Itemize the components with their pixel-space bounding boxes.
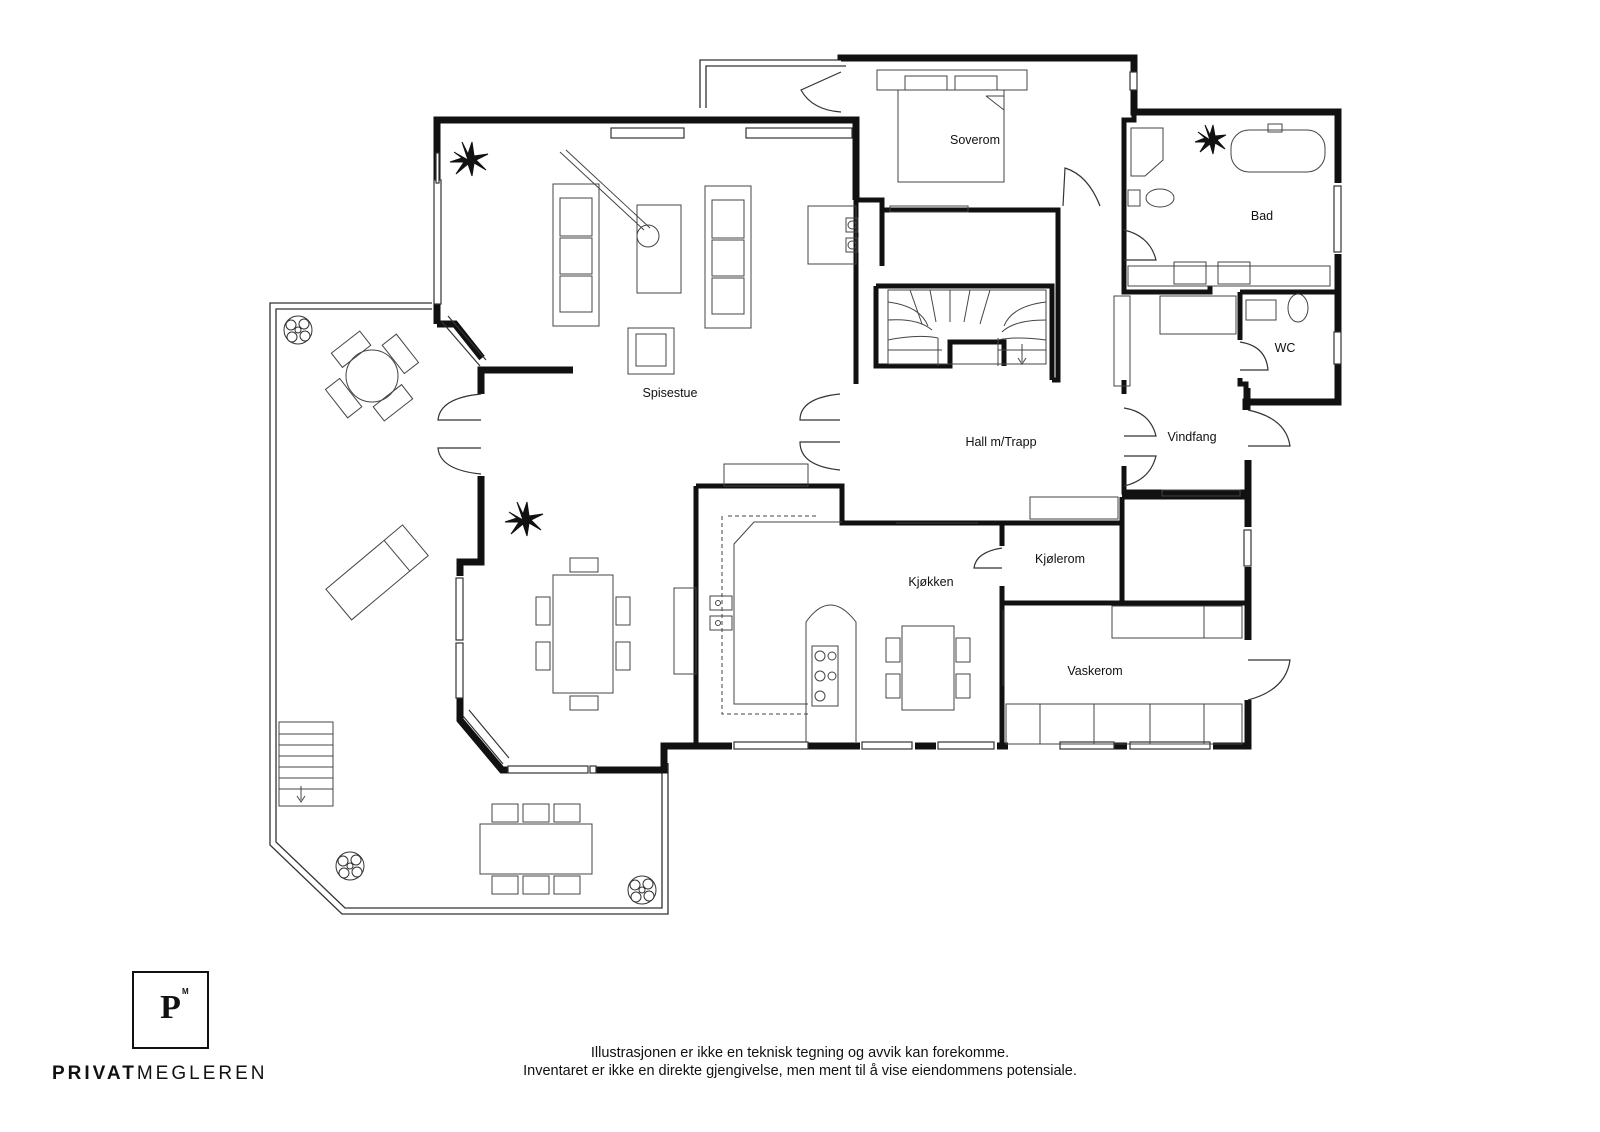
brand-logo: P M [132,971,209,1049]
room-label-hall: Hall m/Trapp [965,435,1036,449]
door-swings [437,71,1291,701]
staircase [887,289,1047,366]
interior-walls [693,112,1338,746]
disclaimer: Illustrasjonen er ikke en teknisk tegnin… [420,1044,1180,1080]
windows [433,71,1342,774]
brand-name-light: MEGLEREN [136,1063,268,1084]
room-label-kjokken: Kjøkken [908,575,953,589]
disclaimer-line-1: Illustrasjonen er ikke en teknisk tegnin… [590,1045,1010,1061]
brand-name-bold: PRIVAT [52,1063,137,1084]
flower-icon [283,315,657,905]
outdoor-stairs [278,721,334,807]
brand-name: PRIVATMEGLEREN [52,1063,268,1085]
floor-plan: Soverom Bad WC Spisestue Hall m/Trapp Vi… [269,54,1342,915]
logo-superscript: M [182,987,189,996]
room-fixtures [876,69,1331,745]
room-label-soverom: Soverom [950,133,1000,147]
furniture [324,149,859,895]
room-label-vindfang: Vindfang [1167,430,1216,444]
disclaimer-line-2: Inventaret er ikke en direkte gjengivels… [523,1063,1077,1079]
room-label-kjolerom: Kjølerom [1035,552,1085,566]
logo-letter: P [160,989,181,1026]
terrace-outline [269,59,846,915]
room-label-spisestue: Spisestue [643,386,698,400]
room-label-bad: Bad [1251,209,1273,223]
room-label-wc: WC [1275,341,1296,355]
room-label-vaskerom: Vaskerom [1067,664,1122,678]
exterior-walls [433,54,1342,774]
bay-window [441,315,510,765]
plant-icon [449,124,1227,537]
room-labels: Soverom Bad WC Spisestue Hall m/Trapp Vi… [643,133,1296,678]
kitchen-fixtures [709,496,1119,742]
